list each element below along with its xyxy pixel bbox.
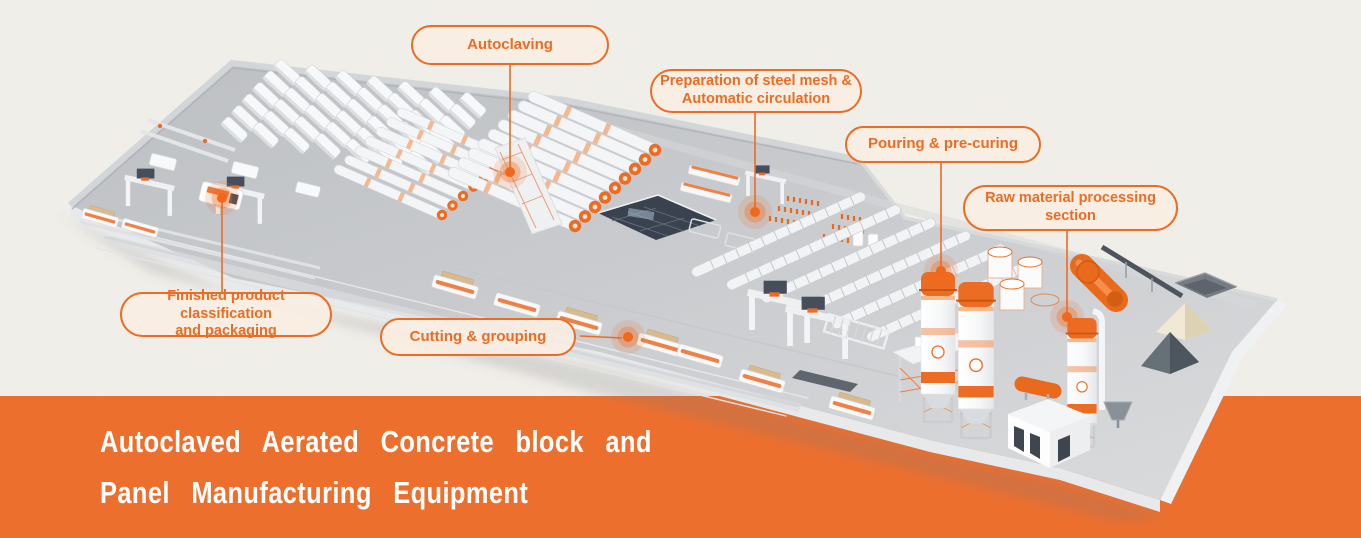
hotspot-pouring [924, 254, 958, 288]
callout-pouring: Pouring & pre-curing [845, 126, 1041, 163]
callout-steel-mesh: Preparation of steel mesh & Automatic ci… [650, 69, 862, 113]
callout-autoclaving-label: Autoclaving [467, 35, 553, 53]
callout-raw-material: Raw material processing section [963, 185, 1178, 231]
callout-finished-product-label: Finished product classification and pack… [167, 287, 285, 340]
callout-finished-product: Finished product classification and pack… [120, 288, 332, 339]
callout-cutting: Cutting & grouping [380, 318, 576, 356]
callout-cutting-label: Cutting & grouping [409, 327, 547, 345]
callout-steel-mesh-label: Preparation of steel mesh & Automatic ci… [660, 73, 852, 107]
cutting-line-illustration [430, 268, 891, 422]
raw-material-area-illustration [892, 244, 1238, 468]
ball-mill-illustration [1070, 254, 1128, 312]
hotspot-autoclaving [493, 155, 527, 189]
hotspot-finished-product [205, 181, 239, 215]
hotspot-raw-material [1050, 300, 1084, 334]
callout-autoclaving: Autoclaving [411, 25, 609, 65]
banner-title: Autoclaved Aerated Concrete block and Pa… [100, 424, 773, 511]
platform-shadow [60, 215, 1168, 522]
banner-title-line2: Panel Manufacturing Equipment [100, 475, 529, 510]
mesh-workshop-illustration [597, 194, 717, 240]
banner-title-line1: Autoclaved Aerated Concrete block and [100, 424, 652, 459]
callout-raw-material-label: Raw material processing section [985, 190, 1156, 224]
hotspot-steel-mesh [738, 195, 772, 229]
callout-pouring-label: Pouring & pre-curing [868, 135, 1018, 153]
hotspot-cutting [611, 320, 645, 354]
